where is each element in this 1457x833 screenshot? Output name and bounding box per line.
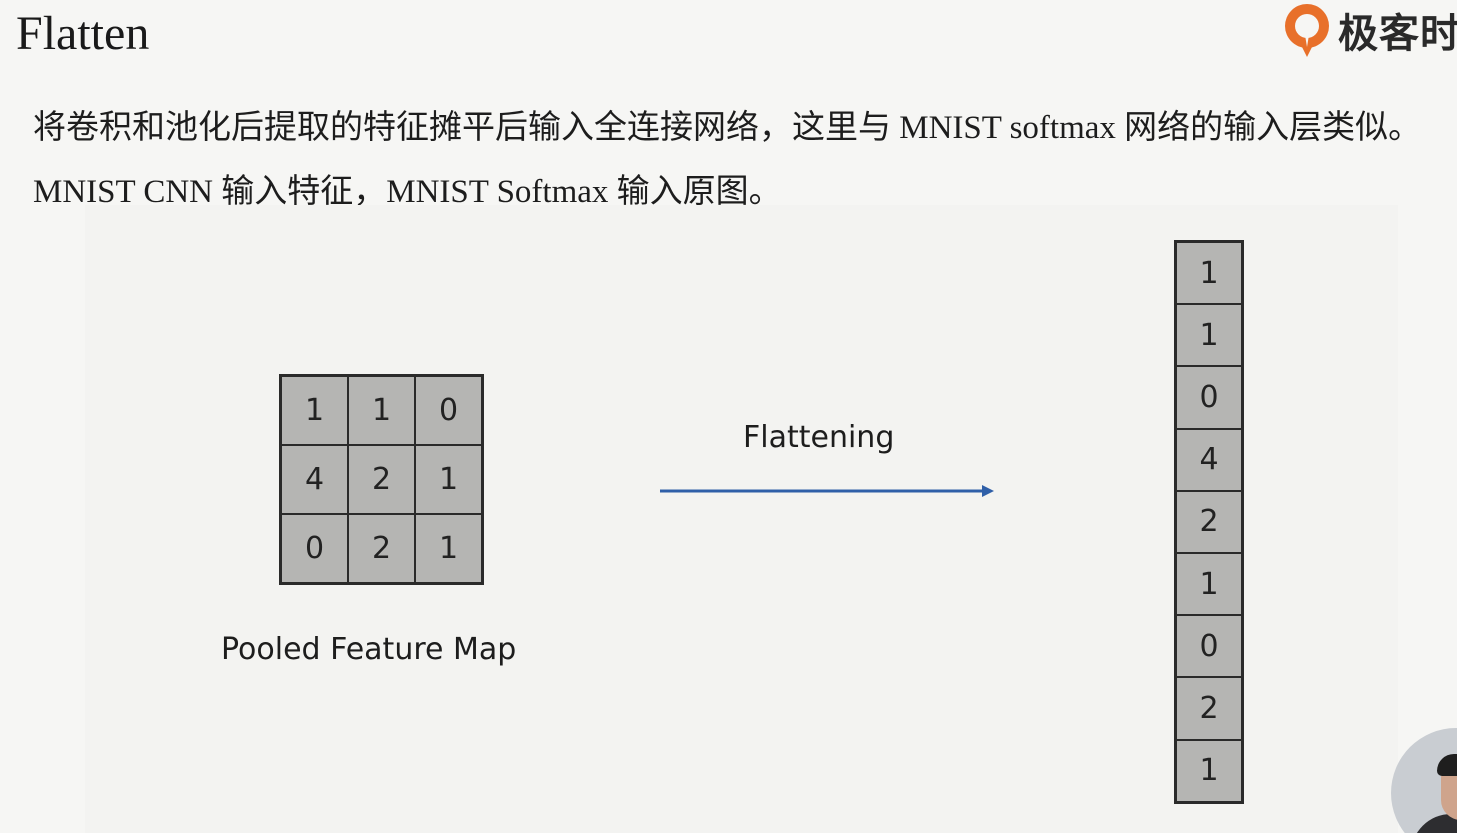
presenter-avatar (1391, 728, 1457, 833)
pooled-cell: 0 (415, 376, 482, 445)
slide-title: Flatten (16, 7, 150, 60)
pooled-cell: 2 (348, 445, 415, 514)
pooled-cell: 2 (348, 514, 415, 583)
pooled-feature-map-caption: Pooled Feature Map (221, 632, 517, 667)
presenter-hair (1437, 754, 1457, 776)
geektime-logo-icon (1285, 4, 1329, 57)
pooled-cell: 1 (415, 514, 482, 583)
flattened-cell: 2 (1176, 490, 1242, 553)
flattened-cell: 1 (1176, 739, 1242, 802)
flattened-cell: 0 (1176, 366, 1242, 429)
description-line-1: 将卷积和池化后提取的特征摊平后输入全连接网络，这里与 MNIST softmax… (33, 110, 1422, 146)
pooled-cell: 1 (281, 376, 348, 445)
flattening-label: Flattening (743, 420, 895, 455)
flattened-cell: 4 (1176, 428, 1242, 491)
flattened-cell: 0 (1176, 615, 1242, 678)
arrow-right-icon (660, 485, 994, 497)
description-line-2: MNIST CNN 输入特征，MNIST Softmax 输入原图。 (33, 174, 782, 210)
flattened-cell: 1 (1176, 242, 1242, 305)
pooled-cell: 0 (281, 514, 348, 583)
brand-name: 极客时 (1338, 11, 1457, 57)
pooled-cell: 4 (281, 445, 348, 514)
pooled-cell: 1 (415, 445, 482, 514)
flattened-cell: 1 (1176, 304, 1242, 367)
pooled-cell: 1 (348, 376, 415, 445)
brand-logo: 极客时 (1282, 0, 1457, 60)
flattened-cell: 1 (1176, 552, 1242, 616)
flattened-cell: 2 (1176, 677, 1242, 740)
